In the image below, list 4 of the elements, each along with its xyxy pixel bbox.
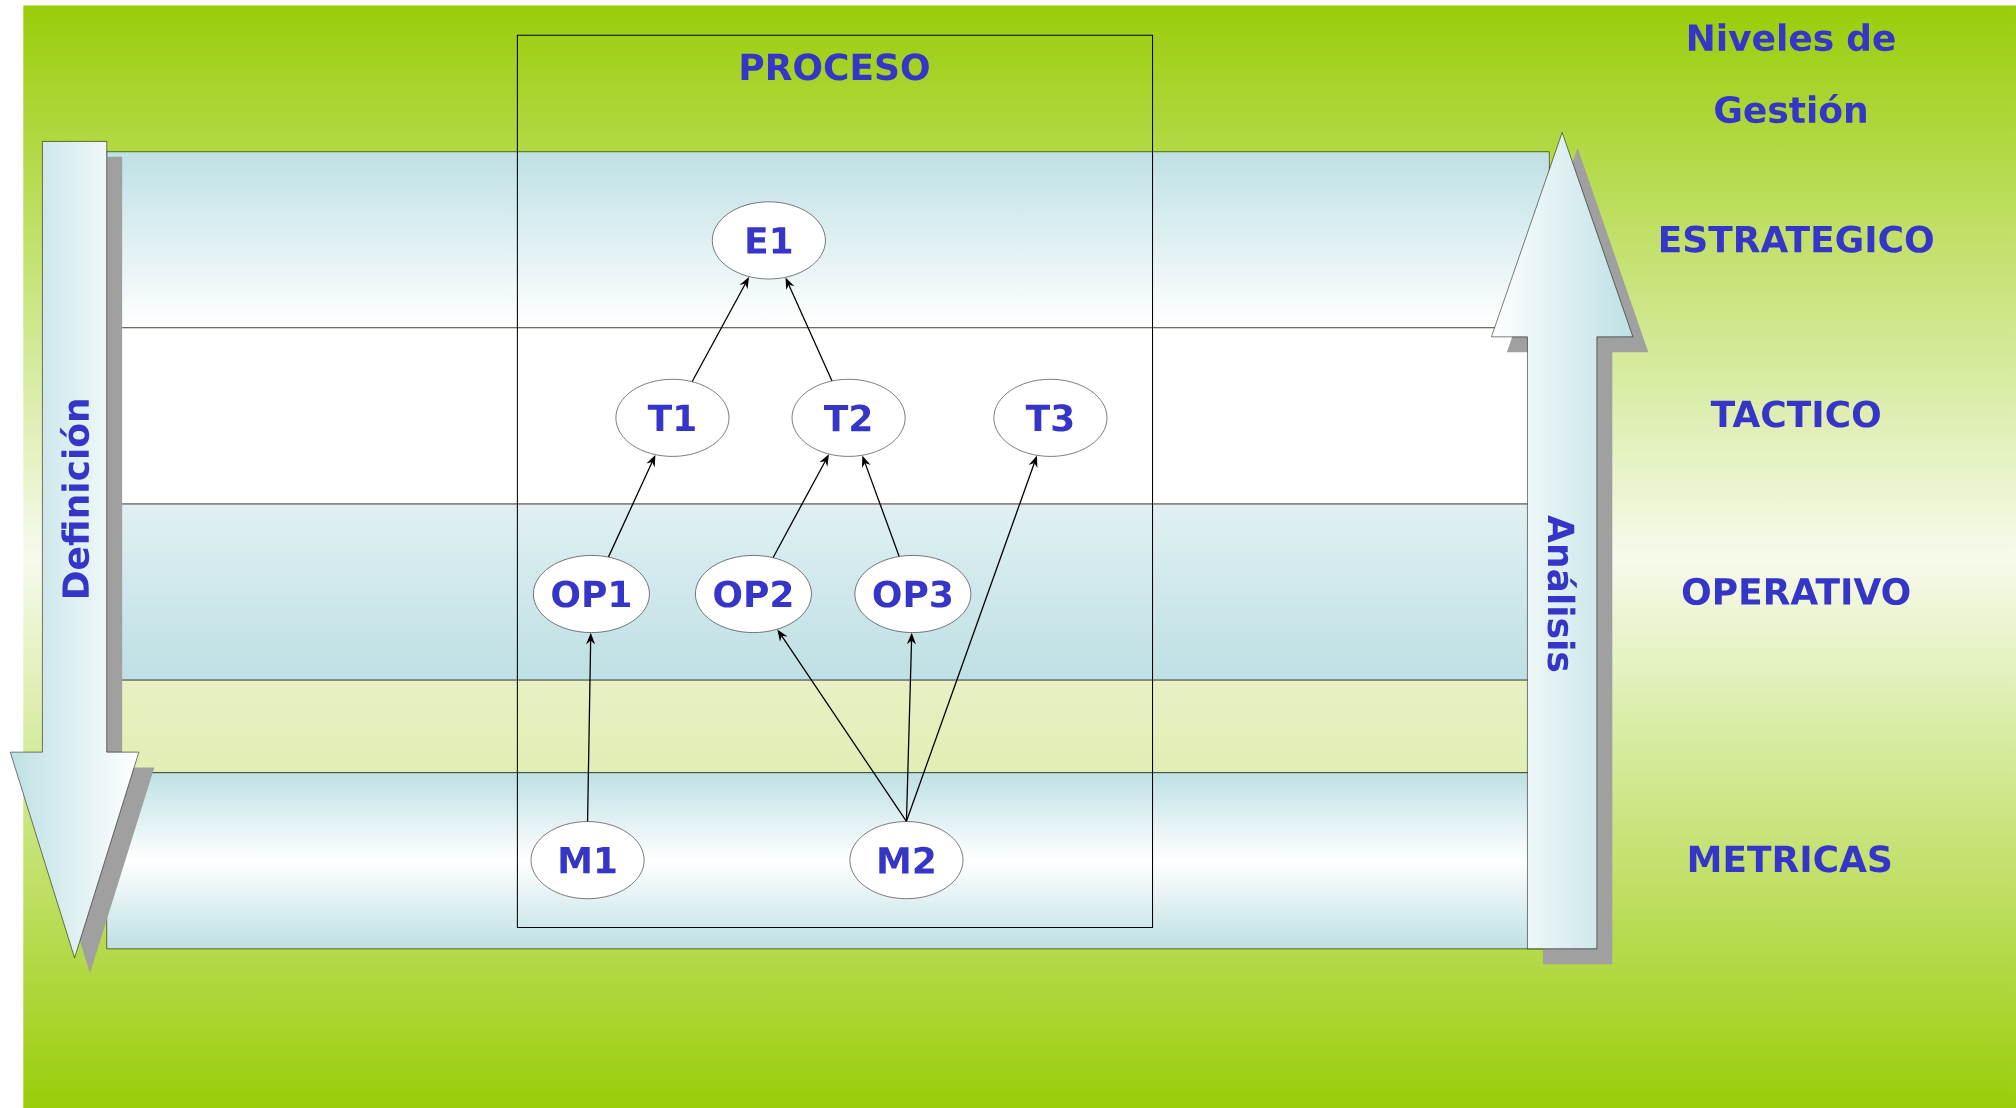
level-label: METRICAS [1689, 845, 1891, 873]
level-label: Niveles de Gestión [1688, 23, 1895, 124]
level-label: TACTICO [1710, 400, 1880, 428]
level-label: OPERATIVO [1682, 577, 1910, 605]
